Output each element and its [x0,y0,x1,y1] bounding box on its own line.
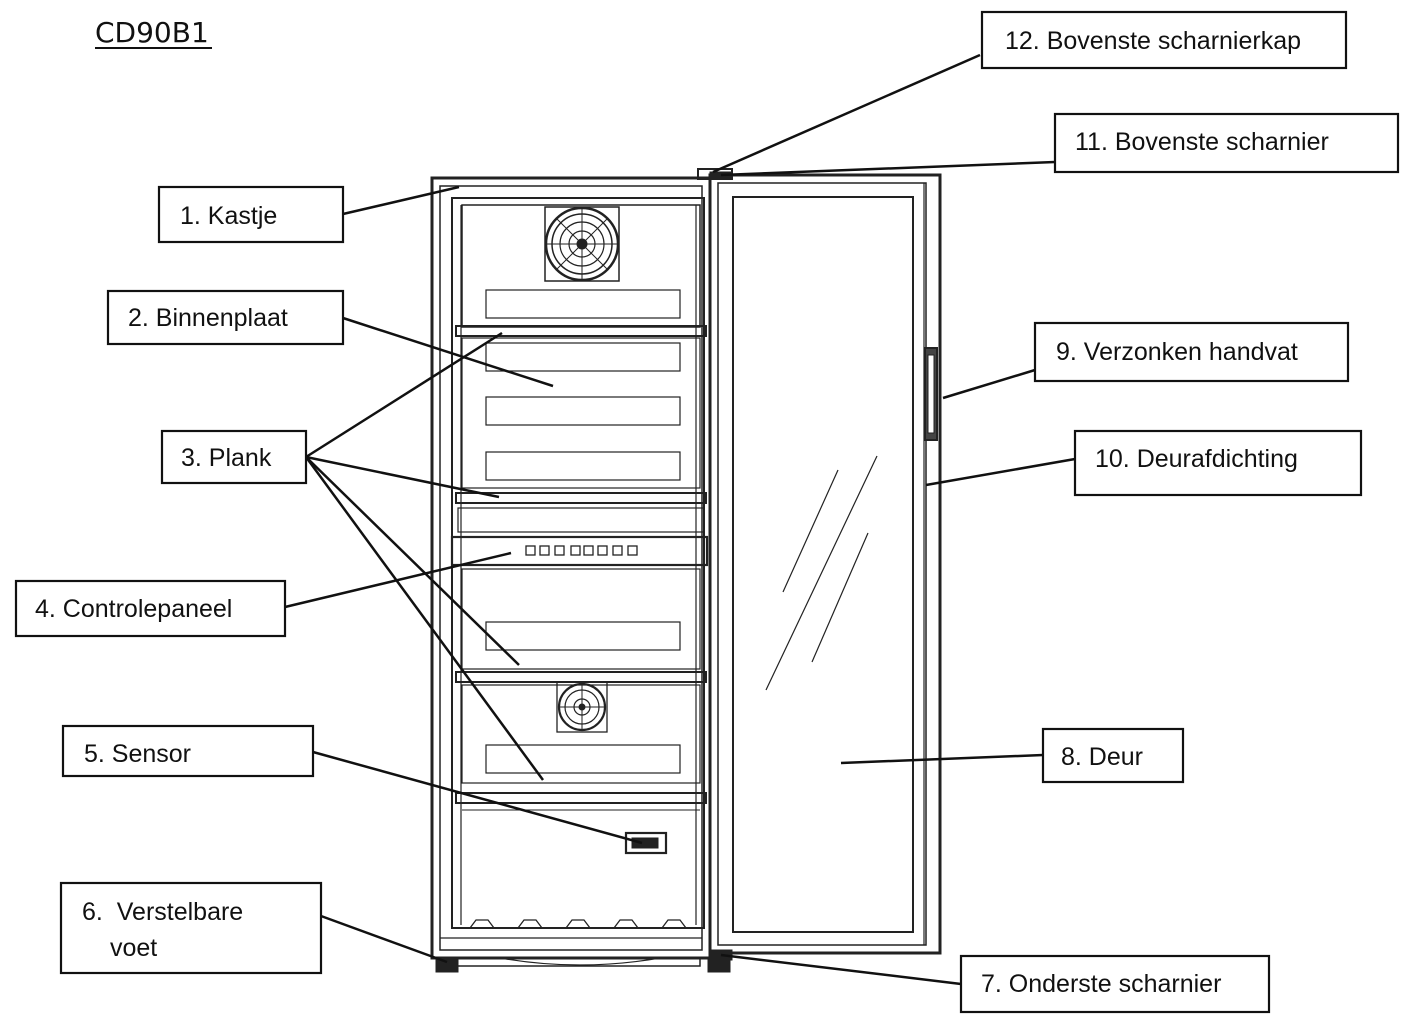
leader-3b [305,455,500,499]
leader-11 [720,160,1056,177]
leader-2 [342,316,554,388]
leader-6 [320,914,448,964]
sensor [624,831,668,855]
leader-9 [942,368,1036,400]
adjustable-feet [435,957,731,973]
control-panel [450,535,709,567]
label-deurafdichting: 10. Deurafdichting [1095,445,1298,473]
label-voet: voet [110,934,157,962]
label-texts: 12. Bovenste scharnierkap 11. Bovenste s… [35,27,1329,998]
label-boxes [14,10,1400,1014]
leader-8 [840,753,1044,765]
label-box-8 [1041,727,1185,784]
leader-3a [305,331,503,459]
shelf-3 [455,671,707,683]
label-box-7 [959,954,1271,1014]
label-box-4 [14,579,287,638]
label-box-1 [157,185,345,244]
label-plank: 3. Plank [181,444,272,472]
leader-10 [925,457,1076,487]
label-box-3 [160,429,308,485]
inner-panel-middle [461,337,701,489]
door [708,173,942,955]
label-box-12 [980,10,1348,70]
label-box-6 [59,881,323,975]
leader-3c [305,456,520,666]
fridge-drawing [430,168,942,973]
leader-1 [342,185,460,216]
label-box-5 [61,724,315,778]
leader-4 [284,551,512,609]
leader-5 [312,750,643,845]
inner-panel-top [461,204,701,328]
label-controlepaneel: 4. Controlepaneel [35,595,232,623]
label-binnenplaat: 2. Binnenplaat [128,304,288,332]
bottom-rail [469,919,687,929]
leader-3d [304,456,545,781]
label-verstelbare: 6. Verstelbare [82,898,243,926]
model-title: CD90B1 [95,16,209,49]
inner-panel-lower [461,568,701,670]
leader-12 [712,53,981,174]
recessed-handle [924,347,938,441]
label-onderste-scharnier: 7. Onderste scharnier [981,970,1221,998]
label-bovenste-scharnierkap: 12. Bovenste scharnierkap [1005,27,1301,55]
label-verzonken-handvat: 9. Verzonken handvat [1056,338,1298,366]
inner-panel-bottom [461,681,701,784]
cabinet [430,176,712,960]
label-box-2 [106,289,345,346]
label-bovenste-scharnier: 11. Bovenste scharnier [1075,128,1329,156]
shelf-1 [455,325,707,337]
shelf-2 [455,492,707,504]
label-box-11 [1053,112,1400,174]
shelf-4 [455,792,707,804]
label-deur: 8. Deur [1061,743,1143,771]
leader-lines [284,53,1076,986]
label-box-10 [1073,429,1363,497]
label-kastje: 1. Kastje [180,202,277,230]
label-box-9 [1033,321,1350,383]
label-sensor: 5. Sensor [84,740,191,768]
leader-7 [720,953,962,986]
